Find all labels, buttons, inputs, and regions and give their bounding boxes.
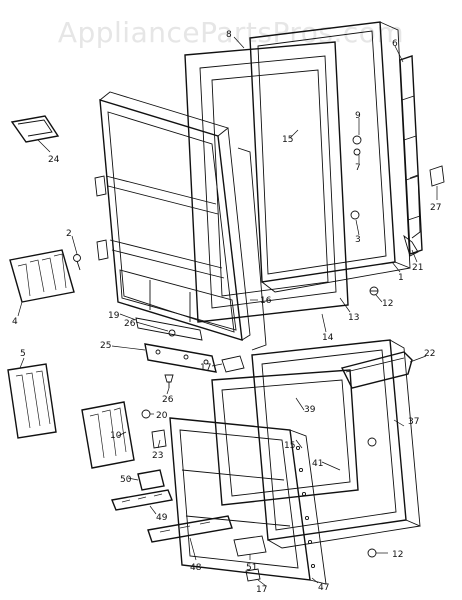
callout-10: 10 — [110, 431, 122, 441]
screw — [164, 374, 174, 388]
callout-23: 23 — [152, 451, 163, 461]
trim-strip — [111, 489, 173, 511]
callout-8: 8 — [226, 30, 232, 40]
callout-17b: 17 — [256, 585, 267, 595]
callout-27: 27 — [430, 203, 441, 213]
door-handle — [340, 351, 413, 389]
callout-1: 1 — [398, 273, 404, 283]
callout-24: 24 — [48, 155, 60, 165]
vent-grille — [7, 363, 57, 439]
callout-13: 13 — [348, 313, 359, 323]
callout-labels: 8 6 9 7 15 3 27 21 1 12 13 14 16 2 19 26… — [12, 30, 441, 595]
screw — [73, 254, 81, 271]
hinge-pin — [221, 355, 245, 373]
shelf-bracket — [10, 115, 60, 143]
callout-9: 9 — [355, 111, 361, 121]
callout-51: 51 — [246, 563, 257, 573]
callout-39: 39 — [304, 405, 316, 415]
lower-gasket-frame — [211, 369, 359, 506]
callout-15: 15 — [282, 135, 293, 145]
upper-gasket-frame — [184, 41, 349, 323]
callout-26: 26 — [124, 319, 136, 329]
door-stop — [367, 437, 377, 447]
grille-panel — [9, 249, 75, 303]
hinge-plate — [144, 343, 217, 373]
door-rail — [399, 55, 423, 255]
callout-16: 16 — [260, 296, 272, 306]
callout-14: 14 — [322, 333, 334, 343]
callout-21: 21 — [412, 263, 423, 273]
callout-15b: 15 — [284, 441, 295, 451]
screw — [367, 548, 377, 558]
callout-47: 47 — [318, 583, 329, 593]
callout-4: 4 — [12, 317, 18, 327]
clip — [151, 429, 167, 449]
upper-door-liner — [94, 91, 251, 341]
leader-lines — [17, 36, 438, 587]
latch — [137, 469, 165, 491]
callout-3: 3 — [355, 235, 361, 245]
hinge-parts — [350, 135, 445, 296]
lower-door-liner — [169, 417, 327, 585]
vent-grille — [81, 401, 135, 469]
screw — [168, 329, 176, 337]
callout-48: 48 — [190, 563, 202, 573]
door-seal — [237, 147, 267, 351]
callout-37: 37 — [408, 417, 419, 427]
callout-25: 25 — [100, 341, 111, 351]
callout-12b: 12 — [392, 550, 403, 560]
callout-41: 41 — [312, 459, 323, 469]
shelf-clip — [233, 535, 267, 557]
callout-49: 49 — [156, 513, 168, 523]
callout-22: 22 — [424, 349, 435, 359]
callout-5: 5 — [20, 349, 26, 359]
callout-26b: 26 — [162, 395, 174, 405]
hinge-pin — [245, 568, 261, 582]
callout-19: 19 — [108, 311, 120, 321]
trim-strip — [147, 515, 233, 543]
callout-7: 7 — [355, 163, 361, 173]
washer — [141, 409, 151, 419]
watermark: AppliancePartsPros.com — [57, 16, 405, 49]
callout-20: 20 — [156, 411, 168, 421]
callout-6: 6 — [392, 39, 398, 49]
callout-17: 17 — [200, 363, 211, 373]
callout-12: 12 — [382, 299, 393, 309]
cover-strip — [135, 317, 203, 341]
callout-50: 50 — [120, 475, 132, 485]
callout-2: 2 — [66, 229, 72, 239]
